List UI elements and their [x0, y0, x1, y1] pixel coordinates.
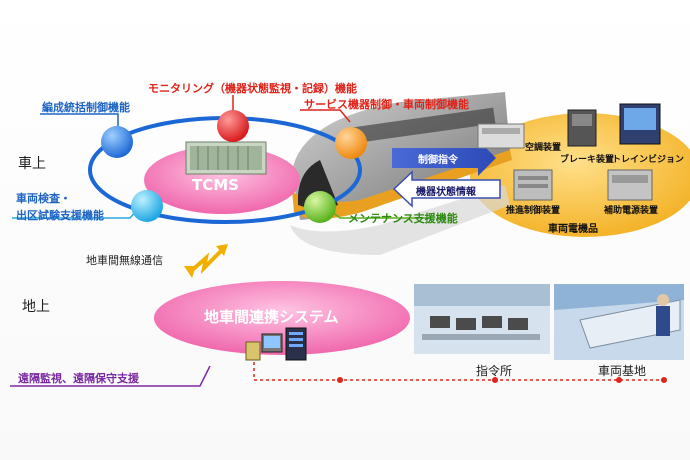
link-dot-end	[661, 377, 667, 383]
onboard-label: 車上	[18, 156, 46, 172]
function-monitoring: モニタリング（機器状態監視・記録）機能	[148, 82, 357, 95]
wireless-zigzag	[188, 248, 224, 275]
equipment-propulsion: 推進制御装置	[506, 206, 561, 216]
command-center-label: 指令所	[476, 364, 513, 378]
equipment-group-label: 車両電機品	[548, 224, 598, 235]
node-maintenance	[304, 191, 336, 223]
function-maintenance: メンテナンス支援機能	[348, 212, 458, 225]
link-dot-command-center	[492, 377, 498, 383]
brake-picture	[567, 109, 597, 147]
auxiliary-power-picture	[607, 169, 653, 201]
air-conditioner-picture	[477, 123, 525, 149]
wireless-arrowhead-down	[184, 266, 196, 278]
callout-service	[300, 109, 351, 123]
equipment-status-label: 機器状態情報	[416, 187, 476, 198]
tcms-label: TCMS	[192, 176, 239, 194]
tcms-rack	[185, 141, 267, 175]
ground-system-label: 地車間連携システム	[204, 308, 339, 326]
control-command-label: 制御指令	[418, 155, 458, 166]
command-center-picture	[414, 284, 550, 354]
ground-system-oval	[154, 281, 410, 355]
remote-support-line	[10, 365, 211, 387]
node-formation	[101, 126, 133, 158]
function-inspection-line1: 車両検査・	[16, 192, 71, 205]
equipment-brake: ブレーキ装置	[560, 155, 615, 165]
control-command-arrow	[392, 140, 496, 176]
equipment-auxiliary-power: 補助電源装置	[604, 206, 659, 216]
train-vision-picture	[619, 103, 661, 145]
equipment-train-vision: トレインビジョン	[612, 155, 685, 165]
depot-picture	[554, 284, 684, 360]
function-inspection-line2: 出区試験支援機能	[16, 209, 104, 222]
ground-computers	[245, 327, 307, 361]
depot-label: 車両基地	[598, 364, 647, 378]
function-formation-control: 編成統括制御機能	[42, 101, 130, 114]
propulsion-picture	[513, 169, 553, 201]
wireless-arrowhead-up	[216, 244, 228, 256]
ground-label: 地上	[22, 299, 50, 315]
link-dot-depot	[616, 377, 622, 383]
node-service	[335, 127, 367, 159]
node-monitoring	[217, 110, 249, 142]
link-dot-1	[337, 377, 343, 383]
remote-support-label: 遠隔監視、遠隔保守支援	[18, 372, 139, 385]
wireless-label: 地車間無線通信	[86, 254, 163, 267]
equipment-air-conditioner: 空調装置	[525, 143, 562, 153]
equipment-status-arrow	[392, 170, 501, 208]
node-inspection	[131, 190, 163, 222]
function-service: サービス機器制御・車両制御機能	[304, 98, 469, 111]
